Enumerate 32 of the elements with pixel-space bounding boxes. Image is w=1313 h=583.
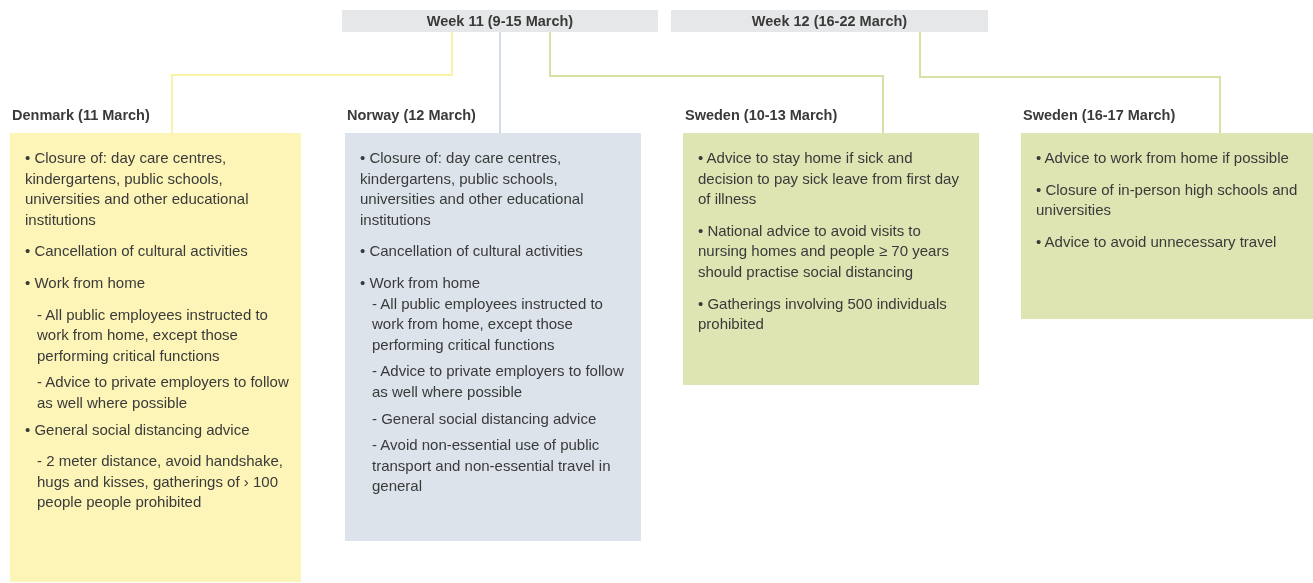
sub-item: - All public employees instructed to work from home, except those performing critical functions: [37, 304, 269, 366]
connector-line: [499, 31, 501, 134]
country-heading: Norway (12 March): [347, 107, 476, 123]
sub-item: - Advice to private employers to follow as well where possible: [37, 372, 290, 413]
country-heading: Denmark (11 March): [12, 107, 150, 123]
bullet-item: • Cancellation of cultural activities: [25, 241, 249, 262]
country-heading: Sweden (10-13 March): [685, 107, 838, 123]
connector-line: [549, 31, 884, 134]
sub-item: - Avoid non-essential use of public transport and non-essential travel in general: [372, 435, 612, 497]
country-heading: Sweden (16-17 March): [1023, 107, 1176, 123]
sub-item: - General social distancing advice: [372, 408, 598, 429]
week-label: Week 12 (16-22 March): [751, 13, 908, 29]
bullet-item: • Work from home: [25, 272, 146, 293]
bullet-item: • General social distancing advice: [25, 419, 251, 440]
bullet-item: • Work from home: [360, 272, 481, 293]
bullet-item: • National advice to avoid visits to nursing homes and people ≥ 70 years should practise social distancing: [698, 220, 950, 282]
sub-item: - 2 meter distance, avoid handshake, hugs and kisses, gatherings of › 100 people people prohibited: [37, 451, 284, 513]
sub-item: - All public employees instructed to work from home, except those performing critical functions: [372, 293, 604, 355]
connector-line: [919, 31, 1221, 134]
sub-item: - Advice to private employers to follow as well where possible: [372, 361, 625, 402]
connector-line: [171, 31, 453, 134]
week-header-bar: [342, 10, 658, 32]
bullet-item: • Closure of: day care centres, kindergartens, public schools, universities and other educational institutions: [25, 148, 250, 230]
bullet-item: • Closure of in-person high schools and universities: [1036, 179, 1299, 221]
bullet-item: • Closure of: day care centres, kindergartens, public schools, universities and other educational institutions: [360, 148, 585, 230]
week-header-bar: [671, 10, 988, 32]
bullet-item: • Advice to avoid unnecessary travel: [1036, 231, 1278, 252]
week-label: Week 11 (9-15 March): [426, 13, 574, 29]
bullet-item: • Cancellation of cultural activities: [360, 241, 584, 262]
bullet-item: • Advice to work from home if possible: [1036, 148, 1290, 168]
bullet-item: • Gatherings involving 500 individuals prohibited: [698, 293, 948, 335]
bullet-item: • Advice to stay home if sick and decision to pay sick leave from first day of illness: [698, 148, 960, 210]
